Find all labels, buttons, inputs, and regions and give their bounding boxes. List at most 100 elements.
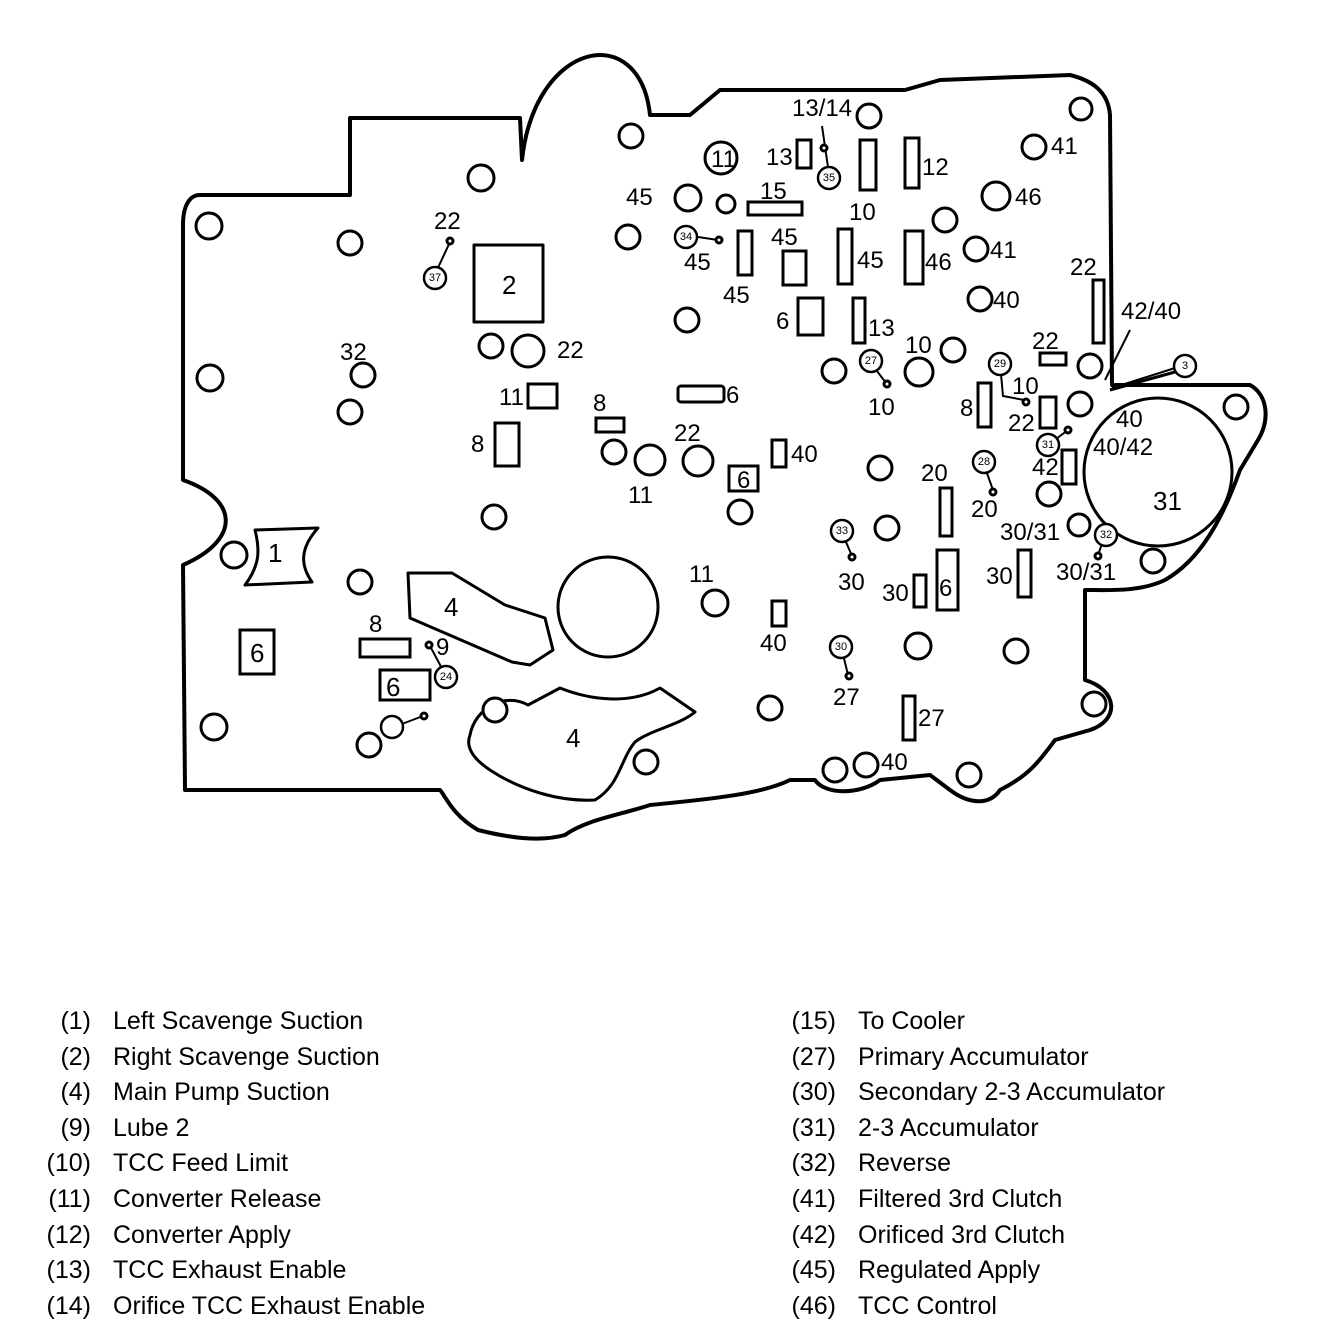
svg-text:30: 30 [986,563,1013,590]
legend-text: Secondary 2-3 Accumulator [858,1078,1166,1107]
passage-labels: 1 2 4 4 6 6 6 6 6 6 8 8 8 8 9 10 10 10 1… [250,95,1182,776]
passage-4-lower [467,686,697,802]
checkballs: 3 24 27 28 29 30 31 32 33 34 35 37 [422,165,1198,690]
legend-code: (42) [791,1220,836,1249]
svg-text:34: 34 [680,231,692,243]
legend-text: Right Scavenge Suction [113,1042,380,1071]
svg-text:40/42: 40/42 [1093,434,1153,461]
holes [194,96,1250,789]
svg-text:45: 45 [771,224,798,251]
svg-text:42: 42 [1032,454,1059,481]
legend-item: (46)TCC Control [786,1289,1165,1325]
legend-item: (9)Lube 2 [36,1111,425,1147]
legend-text: TCC Exhaust Enable [113,1256,347,1285]
svg-text:40: 40 [881,749,908,776]
svg-text:6: 6 [939,575,952,602]
legend-left: (1) Left Scavenge Suction (2) Right Scaveng… [36,1004,426,1325]
svg-text:45: 45 [723,282,750,309]
legend-text: Main Pump Suction [113,1078,330,1107]
svg-text:15: 15 [760,178,787,205]
legend-code: (2) [60,1042,91,1071]
legend-text: Converter Release [113,1184,322,1213]
svg-text:22: 22 [674,420,701,447]
svg-text:46: 46 [925,249,952,276]
slots [238,136,1106,742]
checkball-30: 30 [828,634,854,660]
pump-bore [556,555,660,659]
legend-code: (1) [60,1007,91,1035]
svg-text:2: 2 [502,270,516,300]
legend-item: (14) Orifice TCC Exhaust Enable [36,1289,426,1325]
legend-item: (15) To Cooler [786,1004,1165,1040]
checkball-3: 3 [1172,353,1198,379]
checkball-37: 37 [422,265,448,291]
svg-text:13: 13 [766,144,793,171]
checkball-35: 35 [816,165,842,191]
svg-text:22: 22 [434,208,461,235]
legend-item: (12)Converter Apply [36,1218,425,1254]
legend-code: (31) [791,1113,836,1142]
legend-item: (10) TCC Feed Limit [36,1146,425,1182]
accumulator-31-bore [1082,396,1234,548]
svg-text:45: 45 [857,247,884,274]
svg-text:11: 11 [689,561,714,588]
svg-text:30/31: 30/31 [1000,519,1060,546]
svg-text:8: 8 [593,390,606,417]
legend-text: TCC Feed Limit [113,1149,289,1178]
legend-item: (2) Right Scavenge Suction [36,1040,425,1076]
svg-text:1: 1 [268,538,282,568]
svg-text:8: 8 [369,611,382,638]
legend-item: (41) Filtered 3rd Clutch [786,1182,1165,1218]
checkball-extra [379,714,405,740]
legend-item: (27) Primary Accumulator [786,1040,1165,1076]
legend-code: (12) [46,1220,91,1249]
legend-item: (32)Reverse [786,1146,1165,1182]
legend-item: (4)Main Pump Suction [36,1075,425,1111]
svg-text:41: 41 [1051,133,1078,160]
svg-text:37: 37 [429,272,441,284]
legend-item: (13)TCC Exhaust Enable [36,1253,425,1289]
svg-text:12: 12 [922,154,949,181]
svg-text:31: 31 [1153,486,1182,516]
svg-text:11: 11 [628,482,653,509]
legend-code: (27) [791,1042,836,1071]
svg-text:30: 30 [882,580,909,607]
legend-code: (10) [46,1149,91,1178]
svg-text:41: 41 [990,237,1017,264]
legend-text: Orifice TCC Exhaust Enable [113,1291,426,1320]
svg-text:11: 11 [711,146,736,173]
legend-text: 2-3 Accumulator [858,1113,1039,1142]
svg-text:29: 29 [994,358,1006,370]
svg-text:42/40: 42/40 [1121,298,1181,325]
svg-text:6: 6 [726,382,739,409]
legend-item: (42)Orificed 3rd Clutch [786,1218,1165,1254]
svg-text:35: 35 [823,172,835,184]
legend-text: To Cooler [858,1007,965,1035]
svg-text:45: 45 [684,249,711,276]
svg-text:13/14: 13/14 [792,95,852,122]
legend-text: TCC Control [858,1291,997,1320]
legend-code: (41) [791,1184,836,1213]
legend-item: (1) Left Scavenge Suction [36,1004,425,1040]
legend-text: Left Scavenge Suction [113,1007,364,1035]
legend-code: (11) [48,1184,91,1213]
legend-text: Regulated Apply [858,1256,1041,1285]
svg-text:40: 40 [1116,406,1143,433]
svg-text:45: 45 [626,184,653,211]
svg-text:32: 32 [1100,529,1112,541]
svg-text:20: 20 [921,460,948,487]
svg-text:22: 22 [1070,254,1097,281]
svg-text:10: 10 [849,199,876,226]
legend-text: Filtered 3rd Clutch [858,1184,1063,1213]
legend-code: (14) [46,1291,91,1320]
legend-code: (15) [791,1007,836,1035]
svg-text:9: 9 [436,634,449,661]
checkball-34: 34 [673,224,699,250]
legend-text: Primary Accumulator [858,1042,1089,1071]
svg-text:20: 20 [971,496,998,523]
checkball-31: 31 [1035,432,1061,458]
svg-text:33: 33 [836,525,848,537]
passage-2-box [472,243,545,324]
valve-body-diagram: 3 24 27 28 29 30 31 32 33 34 35 37 1 2 4… [181,53,1268,841]
svg-text:13: 13 [868,315,895,342]
